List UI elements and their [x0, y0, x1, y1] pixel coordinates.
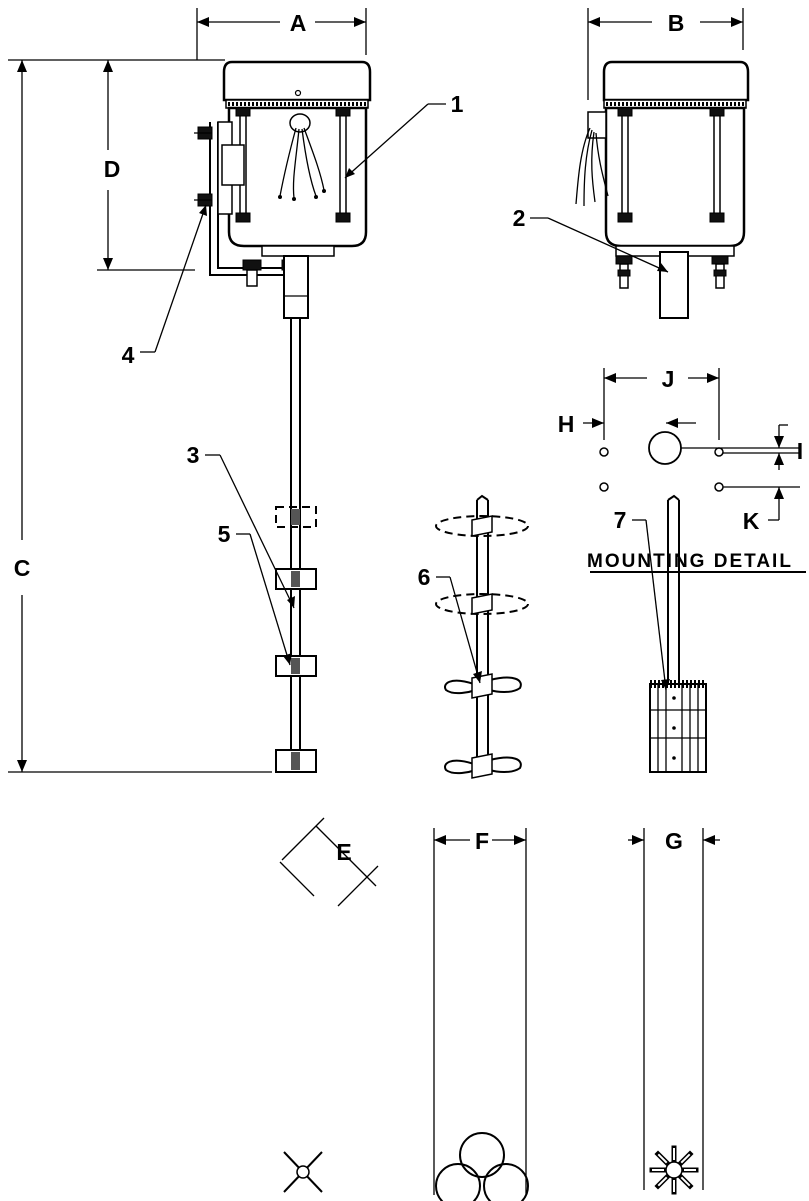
callout-4: 4 [122, 204, 207, 368]
callout-1: 1 [344, 91, 464, 179]
mounting-detail: J H I K MOUNTING DETAIL [558, 366, 806, 573]
dimension-c: C [8, 59, 272, 773]
dimension-k-label: K [743, 508, 760, 534]
callout-6-label: 6 [418, 564, 431, 590]
callout-3: 3 [187, 442, 295, 609]
callout-6: 6 [418, 564, 482, 684]
dimension-e-label: E [336, 839, 351, 865]
propeller-impeller-view [435, 494, 529, 779]
dimension-g-label: G [665, 828, 683, 854]
dimension-a-label: A [290, 10, 307, 36]
callout-1-label: 1 [451, 91, 464, 117]
shaft-assembly [275, 255, 317, 773]
impeller-bottom-view-f: F [433, 828, 529, 1201]
motor-front-view [222, 60, 372, 257]
callout-7: 7 [614, 507, 670, 691]
dimension-d-label: D [104, 156, 121, 182]
dimension-i-label: I [797, 438, 803, 464]
dimension-b-label: B [668, 10, 685, 36]
callout-3-label: 3 [187, 442, 200, 468]
callout-2-label: 2 [513, 205, 526, 231]
cage-impeller-view [649, 494, 707, 773]
dimension-f-label: F [475, 828, 489, 854]
dimension-a: A [196, 8, 367, 60]
callout-5-label: 5 [218, 521, 231, 547]
callout-5: 5 [218, 521, 292, 666]
dimension-j-label: J [662, 366, 675, 392]
mounting-detail-title: MOUNTING DETAIL [587, 551, 793, 572]
dimension-d: D [97, 60, 195, 271]
motor-side-view [575, 60, 750, 319]
impeller-bottom-view-g: G [628, 828, 720, 1195]
mounting-bracket [194, 121, 305, 287]
impeller-bottom-view-e: E [279, 817, 379, 1193]
callout-7-label: 7 [614, 507, 627, 533]
dimension-b: B [587, 8, 744, 100]
dimension-h-label: H [558, 411, 575, 437]
dimension-c-label: C [14, 555, 31, 581]
callout-2: 2 [513, 205, 669, 273]
callout-4-label: 4 [122, 342, 135, 368]
